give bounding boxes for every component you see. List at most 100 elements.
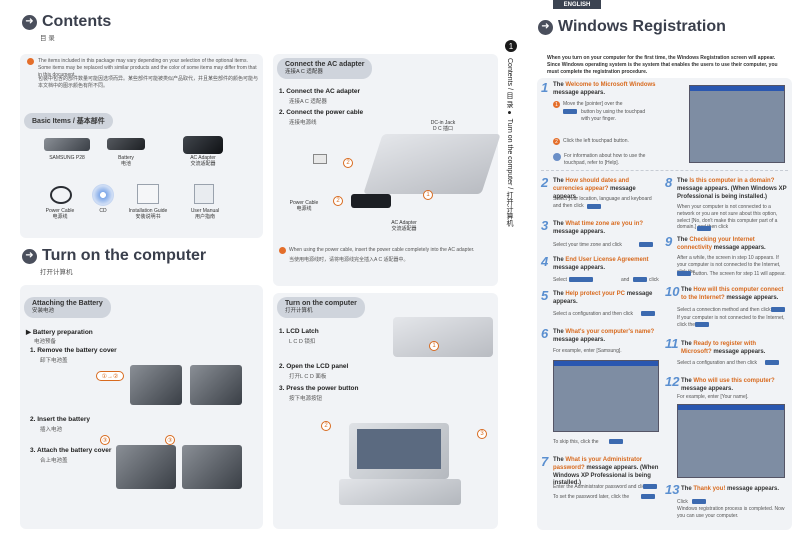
language-badge: ENGLISH	[553, 0, 601, 9]
step-1-text-c: Click the left touchpad button.	[563, 138, 629, 144]
skip-button-chip	[695, 322, 709, 327]
skip-button-chip	[609, 439, 623, 444]
battery-prep-zh: 电池预备	[34, 339, 57, 345]
step-7-text-b: To set the password later, click the	[553, 494, 630, 500]
battery-step2-zh: 插入电池	[40, 427, 63, 433]
adapter-note-zh: 当使用电源线时，请将电源线完全插入A C 适配器中。	[289, 257, 409, 263]
step-7-text-a: Enter the Administrator password and cli…	[553, 484, 648, 490]
next-button-chip	[641, 311, 655, 316]
step-10-text-b: If your computer is not connected to the…	[677, 315, 785, 328]
battery-image	[107, 138, 145, 150]
battery-step3: 3. Attach the battery cover	[30, 447, 112, 454]
battery-title-pill: Attaching the Battery 安装电池	[24, 297, 111, 318]
step-number: 9	[665, 234, 673, 249]
step-5-text: Select a configuration and then click	[553, 311, 634, 317]
step-number: 13	[665, 482, 680, 497]
adapter-box: Connect the AC adapter 连接A C 适配器 1. Conn…	[273, 54, 501, 286]
registration-intro: When you turn on your computer for the f…	[547, 55, 778, 75]
step-number: 10	[665, 284, 680, 299]
power-on-title-pill: Turn on the computer 打开计算机	[277, 297, 365, 318]
callout-3: 3	[477, 429, 487, 439]
step-number: 11	[665, 336, 679, 351]
step-1-info: For information about how to use the tou…	[564, 153, 646, 166]
step-12-title: The Who will use this computer? message …	[681, 378, 775, 392]
power-step2-zh: 打开L C D 面板	[289, 374, 327, 380]
callout-1: 1	[423, 190, 433, 200]
power-on-box: Turn on the computer 打开计算机 1. LCD Latch …	[273, 293, 498, 529]
who-will-use-screenshot	[677, 404, 785, 478]
step-5-title: The Help protect your PC message appears…	[553, 291, 653, 305]
step-13-title: The Thank you! message appears.	[681, 486, 780, 492]
callout-2b: 2	[333, 196, 343, 206]
basic-items-label: Basic Items / 基本部件	[24, 113, 113, 129]
power-cable-image	[50, 186, 72, 204]
laptop-keyboard-image	[339, 479, 461, 505]
info-icon	[553, 153, 561, 161]
contents-subtitle: 目 录	[40, 35, 55, 42]
adapter-step2: 2. Connect the power cable	[279, 109, 364, 116]
power-step3-zh: 按下电源按钮	[289, 396, 323, 402]
turn-on-subtitle: 打开计算机	[40, 269, 73, 276]
laptop-latch-image	[393, 317, 493, 357]
callout-1-2: ①→②	[96, 371, 124, 381]
arrow-right-icon: ➜	[22, 248, 37, 264]
note-bullet-icon	[279, 247, 286, 254]
step-10-text: Select a connection method and then clic…	[677, 307, 771, 313]
divider	[541, 170, 788, 171]
callout-1: 1	[429, 341, 439, 351]
registration-header: ➜ Windows Registration	[538, 18, 726, 36]
arrow-right-icon: ➜	[538, 19, 553, 35]
ac-adapter-image	[183, 136, 223, 154]
wall-outlet-image	[313, 154, 327, 164]
user-manual-image	[194, 184, 214, 204]
turn-on-title: Turn on the computer	[42, 247, 207, 264]
cd-image	[92, 184, 114, 206]
step-6-text: For example, enter [Samsung].	[553, 348, 622, 354]
ac-adapter-brick-image	[351, 194, 391, 208]
callout-3: ③	[100, 435, 110, 445]
battery-step3-zh: 合上电池盖	[40, 458, 68, 464]
battery-step2: 2. Insert the battery	[30, 416, 90, 423]
substep-1-icon: 1	[553, 101, 560, 108]
step-number: 4	[541, 254, 549, 269]
item-samsung-p28: SAMSUNG P28	[49, 155, 85, 161]
note-bullet-icon	[27, 58, 34, 65]
step-number: 12	[665, 374, 680, 389]
step-8-title: The Is this computer in a domain? messag…	[677, 178, 787, 200]
adapter-note-en: When using the power cable, insert the p…	[289, 247, 475, 253]
battery-attach-photo	[182, 445, 242, 489]
callout-2: 2	[321, 421, 331, 431]
step-3-title: The What time zone are you in? message a…	[553, 221, 644, 235]
turn-on-header: ➜ Turn on the computer	[22, 247, 206, 265]
callout-3b: ③	[165, 435, 175, 445]
contents-title: Contents	[42, 13, 112, 30]
next-button-chip	[563, 109, 577, 114]
power-step1: 1. LCD Latch	[279, 328, 319, 335]
next-button-chip	[771, 307, 785, 312]
step-1-text-b: button by using the touchpad with your f…	[581, 109, 646, 122]
step-6-title: The What's your computer's name? message…	[553, 329, 655, 343]
laptop-open-image	[349, 423, 449, 479]
computer-name-screenshot	[553, 360, 659, 432]
step-6-skip: To skip this, click the	[553, 439, 599, 445]
finish-button-chip	[692, 499, 706, 504]
battery-prep: ▶ Battery preparation	[26, 329, 93, 336]
battery-cover-photo	[130, 365, 182, 405]
contents-note-zh: 包装中包含的部件数量可能因选项而异。某些部件可能被类似产品取代，并且某些部件的颜…	[38, 76, 259, 89]
battery-step1-zh: 卸下电池盖	[40, 358, 68, 364]
step-10-title: The How will this computer connect to th…	[681, 287, 784, 301]
contents-note-en: The items included in this package may v…	[38, 58, 257, 78]
welcome-screenshot	[689, 85, 785, 163]
skip-button-chip	[677, 271, 691, 276]
next-button-chip	[587, 204, 601, 209]
step-4-title: The End User License Agreement message a…	[553, 257, 649, 271]
next-button-chip	[697, 226, 711, 231]
laptop-closed-image	[363, 134, 501, 194]
step-13-text-b: Windows registration process is complete…	[677, 506, 785, 519]
battery-box: Attaching the Battery 安装电池 ▶ Battery pre…	[20, 285, 263, 529]
contents-header: ➜ Contents	[22, 13, 111, 31]
step-number: 1	[541, 80, 549, 95]
